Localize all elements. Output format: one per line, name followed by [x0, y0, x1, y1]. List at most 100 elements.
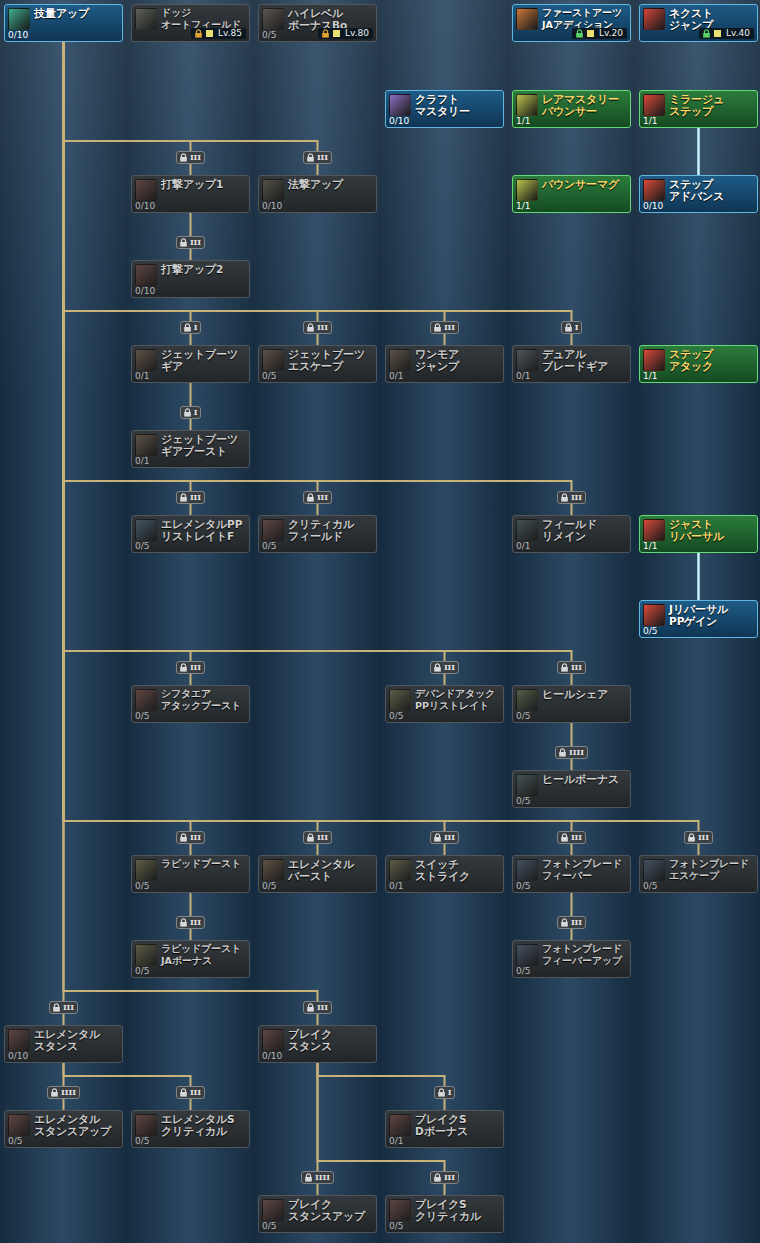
skill-icon	[643, 519, 665, 541]
skill-box: ステップ アタック1/1	[639, 345, 758, 383]
skill-name-box: フォトンブレード フィーバー	[542, 858, 628, 882]
skill-level-count: 0/1	[135, 371, 149, 381]
skill-level-count: 0/5	[262, 371, 276, 381]
skill-level-count: 0/5	[516, 711, 530, 721]
required-level: Lv.80	[345, 28, 369, 38]
unlock-badge: I	[434, 1086, 456, 1099]
unlock-badge: I	[561, 321, 583, 334]
skill-box: ジェットブーツ ギアブースト 0/1	[131, 430, 250, 468]
unlock-level: III	[444, 1172, 455, 1182]
skill-level-count: 0/1	[135, 456, 149, 466]
skill-icon	[135, 434, 157, 456]
skill-box: フォトンブレード エスケープ0/5	[639, 855, 758, 893]
skill-name: 打撃アップ1	[161, 178, 223, 190]
unlock-level: III	[63, 1002, 74, 1012]
tree-connector	[64, 42, 318, 175]
unlock-level: III	[317, 152, 328, 162]
skill-icon	[516, 774, 538, 796]
skill-icon	[643, 94, 665, 116]
skill-name-box: 法撃アップ	[288, 178, 374, 190]
required-level: Lv.40	[726, 28, 750, 38]
skill-name-box: ステップ アタック	[669, 348, 755, 372]
skill-name: エレメンタルS クリティカル	[161, 1113, 235, 1137]
tree-connector	[697, 128, 700, 175]
unlock-badge: III	[303, 1001, 332, 1014]
skill-name-box: スイッチ ストライク	[415, 858, 501, 882]
unlock-level: III	[317, 322, 328, 332]
skill-name: クラフト マスタリー	[415, 93, 470, 117]
lock-icon	[304, 1173, 313, 1182]
unlock-badge: III	[557, 831, 586, 844]
skill-name: フォトンブレード フィーバーアップ	[542, 943, 622, 966]
skill-name: ステップ アドバンス	[669, 178, 724, 202]
level-requirement-bar: Lv.85	[191, 28, 246, 39]
lock-icon	[179, 1088, 188, 1097]
skill-icon	[8, 8, 30, 30]
unlock-level: III	[190, 832, 201, 842]
skill-name: ブレイクS クリティカル	[415, 1198, 481, 1222]
skill-name-box: ブレイク スタンス	[288, 1028, 374, 1052]
skill-box: 法撃アップ0/10	[258, 175, 377, 213]
tree-connector	[64, 42, 191, 175]
skill-name: ドッジ オートフィールド	[161, 7, 241, 30]
skill-level-count: 0/5	[516, 966, 530, 976]
skill-name: フォトンブレード フィーバー	[542, 858, 622, 881]
skill-box: ブレイクS Dボーナス0/1	[385, 1110, 504, 1148]
level-requirement-bar: Lv.20	[572, 28, 627, 39]
skill-level-count: 0/5	[135, 881, 149, 891]
skill-name-box: ジェットブーツ ギア	[161, 348, 247, 372]
skill-name-box: 技量アップ	[34, 7, 120, 19]
skill-icon	[135, 8, 157, 30]
skill-box: エレメンタル バースト0/5	[258, 855, 377, 893]
lock-icon	[306, 1003, 315, 1012]
tree-connector	[64, 42, 318, 855]
skill-box: ドッジ オートフィールドLv.85	[131, 4, 250, 42]
skill-name-box: エレメンタル スタンス	[34, 1028, 120, 1052]
skill-icon	[135, 689, 157, 711]
skill-name-box: ワンモア ジャンプ	[415, 348, 501, 372]
lock-icon	[183, 323, 192, 332]
skill-name-box: ジェットブーツ ギアブースト	[161, 433, 247, 457]
unlock-badge: III	[430, 321, 459, 334]
skill-name: 技量アップ	[34, 7, 89, 19]
skill-box: エレメンタルPP リストレイトF0/5	[131, 515, 250, 553]
skill-name-box: デュアル ブレードギア	[542, 348, 628, 372]
skill-icon	[516, 859, 538, 881]
tree-connector	[64, 42, 572, 345]
skill-box: ジェットブーツ ギア 0/1	[131, 345, 250, 383]
skill-level-count: 0/10	[135, 201, 155, 211]
skill-box: ラピッドブースト JAボーナス0/5	[131, 940, 250, 978]
skill-name: エレメンタル スタンス	[34, 1028, 100, 1052]
skill-name-box: クラフト マスタリー	[415, 93, 501, 117]
skill-icon	[262, 1029, 284, 1051]
skill-box: フィールド リメイン0/1	[512, 515, 631, 553]
skill-name-box: ヒールシェア	[542, 688, 628, 700]
skill-icon	[516, 94, 538, 116]
tree-connector	[64, 42, 318, 1025]
skill-level-count: 0/5	[516, 881, 530, 891]
skill-name: ミラージュ ステップ	[669, 93, 724, 117]
unlock-level: III	[698, 832, 709, 842]
lock-icon	[560, 918, 569, 927]
lock-icon	[433, 833, 442, 842]
unlock-badge: III	[303, 321, 332, 334]
skill-name: ブレイク スタンス	[288, 1028, 332, 1052]
unlock-badge: III	[176, 491, 205, 504]
skill-name-box: ラピッドブースト	[161, 858, 247, 870]
lock-icon	[558, 748, 567, 757]
unlock-badge: III	[303, 831, 332, 844]
lock-icon	[50, 1088, 59, 1097]
skill-icon	[262, 1199, 284, 1221]
skill-level-count: 0/10	[8, 30, 28, 40]
level-requirement-bar: Lv.40	[699, 28, 754, 39]
unlock-badge: III	[430, 661, 459, 674]
skill-box: ジャスト リバーサル1/1	[639, 515, 758, 553]
skill-icon	[135, 349, 157, 371]
skill-name-box: Jリバーサル PPゲイン	[669, 603, 755, 627]
unlock-badge: III	[49, 1001, 78, 1014]
skill-level-count: 0/5	[389, 711, 403, 721]
skill-icon	[135, 944, 157, 966]
skill-icon	[262, 349, 284, 371]
skill-icon	[516, 689, 538, 711]
